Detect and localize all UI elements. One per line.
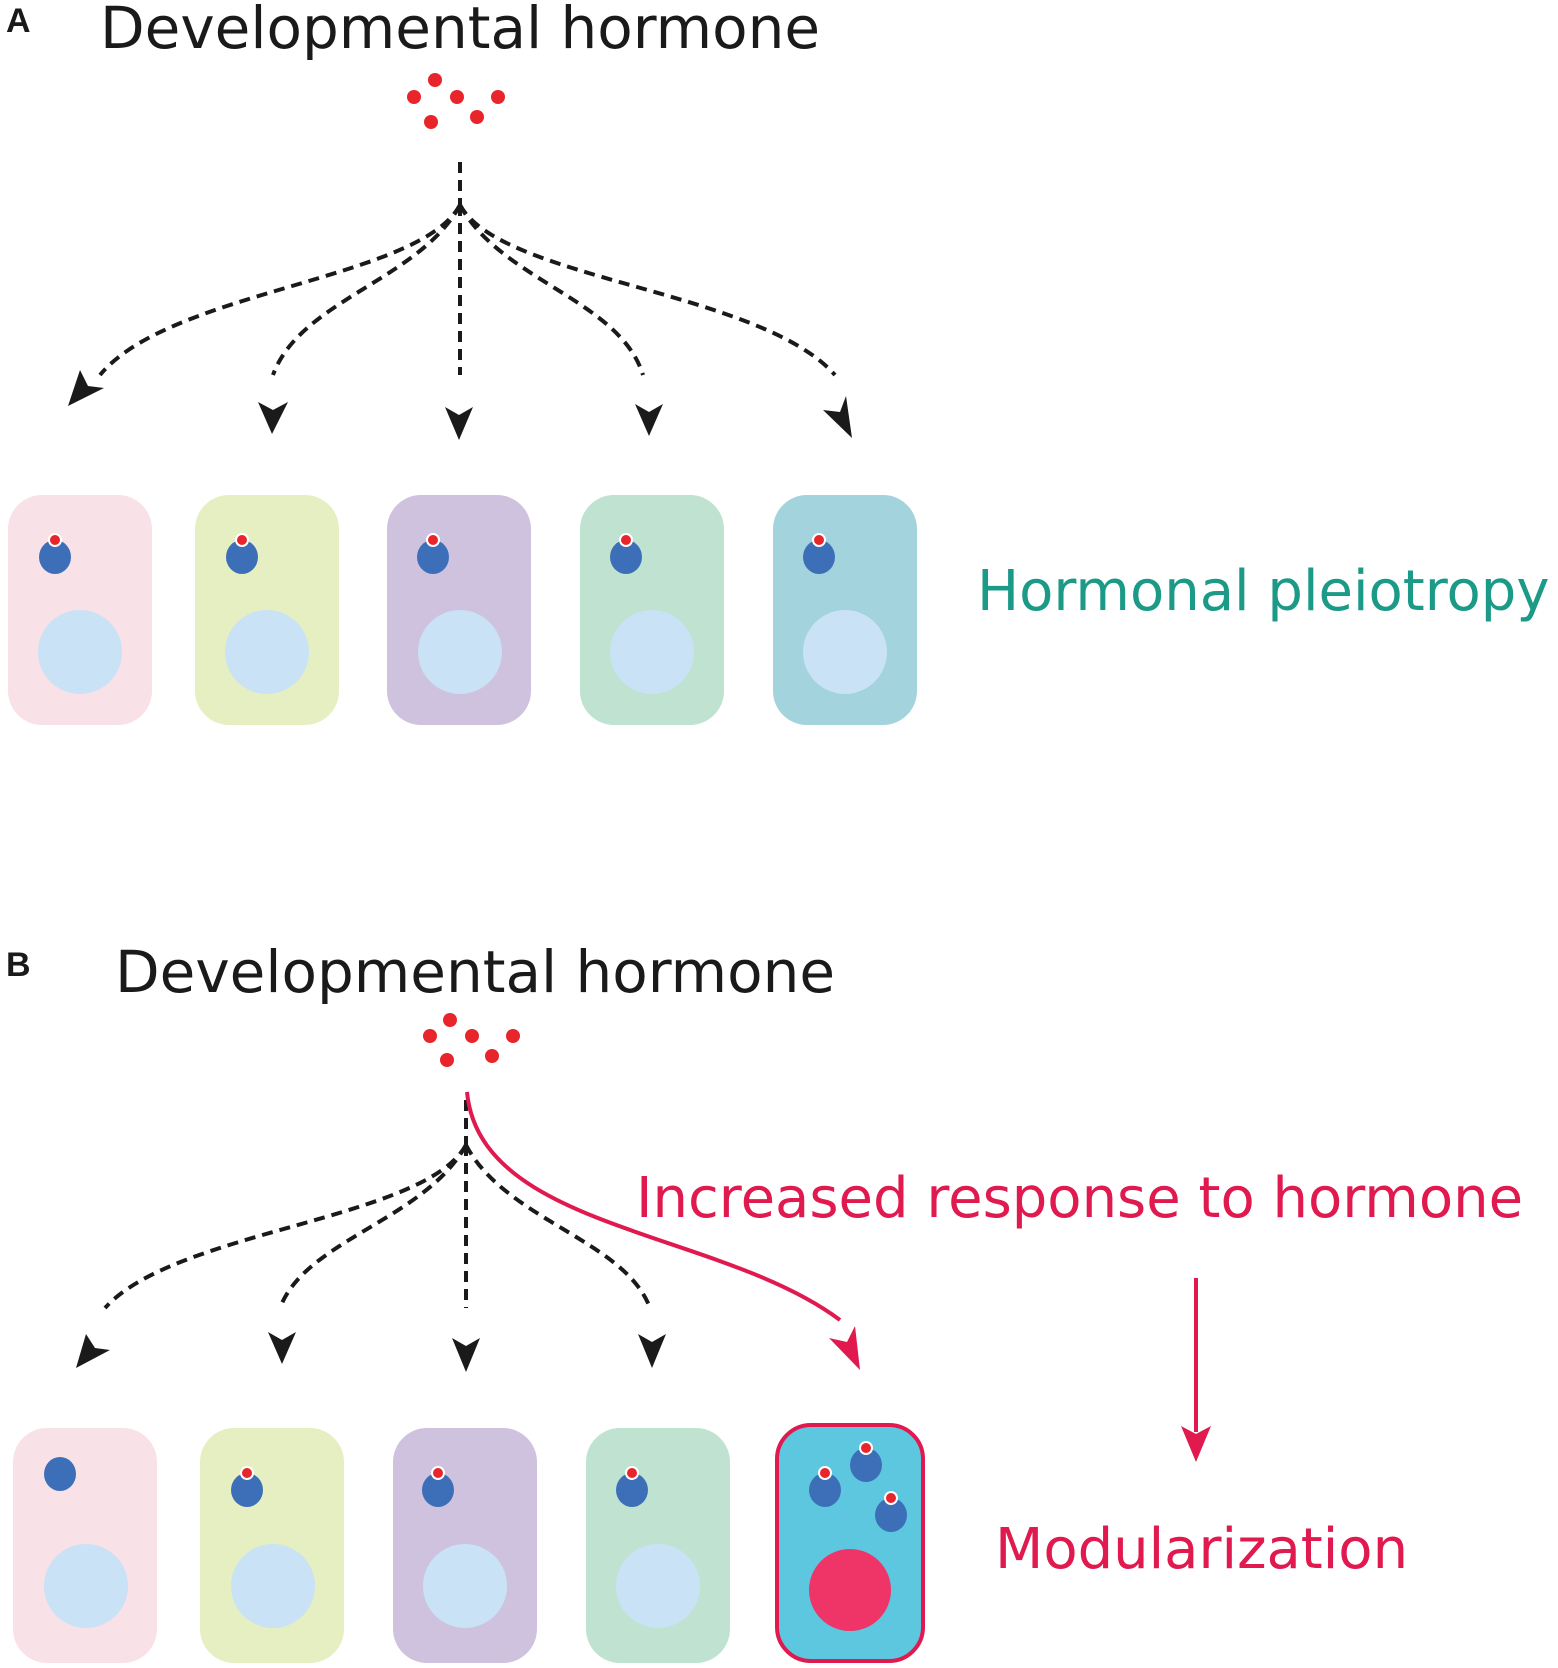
hormone-molecule [470, 110, 484, 124]
receptor [44, 1457, 76, 1491]
hormone-molecule [428, 73, 442, 87]
cell-lime [200, 1428, 344, 1663]
increased-response-label: Increased response to hormone [636, 1166, 1523, 1231]
bound-hormone [619, 533, 633, 547]
hormone-molecule [491, 90, 505, 104]
signal-arrow [271, 204, 462, 376]
hormone-molecule [440, 1053, 454, 1067]
arrowhead-icon [823, 396, 852, 438]
receptor [803, 540, 835, 574]
nucleus [616, 1544, 700, 1628]
cell-lime [195, 495, 339, 725]
bound-hormone [859, 1441, 873, 1455]
enhanced-signal-arrow [465, 1091, 842, 1322]
cell-pink [8, 495, 152, 725]
cell-modularized [775, 1423, 925, 1663]
signal-arrows-a [98, 162, 837, 377]
arrowhead-icon [76, 1334, 110, 1368]
receptor [39, 540, 71, 574]
panel-b-title: Developmental hormone [115, 938, 835, 1006]
panel-a-title: Developmental hormone [100, 0, 820, 62]
hormone-molecule [450, 90, 464, 104]
cell-lavender [393, 1428, 537, 1663]
nucleus [418, 610, 502, 694]
signal-arrow [98, 204, 462, 377]
arrowhead-icon [635, 404, 663, 436]
receptor [417, 540, 449, 574]
signal-arrow [464, 1144, 652, 1309]
cell-mint [580, 495, 724, 725]
arrowhead-icon [452, 1338, 480, 1372]
bound-hormone [235, 533, 249, 547]
hormone-molecules-a [407, 73, 505, 129]
receptor [610, 540, 642, 574]
arrowhead-icon [258, 402, 288, 434]
nucleus [38, 610, 122, 694]
arrowhead-icon [445, 407, 473, 440]
hormone-molecule [485, 1049, 499, 1063]
receptor [231, 1473, 263, 1507]
cell-lavender [387, 495, 531, 725]
bound-hormone [426, 533, 440, 547]
cells-b [13, 1423, 925, 1663]
hormonal-pleiotropy-label: Hormonal pleiotropy [977, 559, 1549, 624]
enlarged-nucleus [809, 1549, 891, 1631]
bound-hormone [240, 1466, 254, 1480]
bound-hormone [625, 1466, 639, 1480]
nucleus [44, 1544, 128, 1628]
nucleus [423, 1544, 507, 1628]
bound-hormone [812, 533, 826, 547]
receptor [875, 1498, 907, 1532]
nucleus [225, 610, 309, 694]
arrowhead-icon [638, 1334, 666, 1368]
hormone-molecules-b [423, 1013, 520, 1067]
signal-arrows-b [103, 1100, 652, 1310]
enhanced-signal [465, 1091, 860, 1370]
hormone-molecule [424, 115, 438, 129]
bound-hormone [431, 1466, 445, 1480]
arrowhead-icon [268, 1332, 296, 1364]
outcome-arrow [1181, 1278, 1211, 1462]
signal-arrow [103, 1144, 468, 1310]
receptor [809, 1473, 841, 1507]
panel-a-letter: A [6, 2, 31, 40]
arrowhead-icon [68, 370, 104, 406]
receptor [616, 1473, 648, 1507]
receptor [226, 540, 258, 574]
nucleus [610, 610, 694, 694]
bound-hormone [48, 533, 62, 547]
cell-mint [586, 1428, 730, 1663]
hormone-molecule [423, 1029, 437, 1043]
modularization-label: Modularization [995, 1517, 1408, 1582]
cells-a [8, 495, 917, 725]
panel-b: B Developmental hormone [6, 938, 1523, 1663]
arrowheads-a [68, 370, 852, 440]
arrowheads-b [76, 1332, 666, 1372]
panel-b-letter: B [6, 946, 31, 984]
hormone-molecule [443, 1013, 457, 1027]
panel-a: A Developmental hormone [6, 0, 1549, 725]
outcome-arrowhead-icon [1181, 1426, 1211, 1462]
nucleus [231, 1544, 315, 1628]
receptor [422, 1473, 454, 1507]
hormone-molecule [407, 90, 421, 104]
signal-arrow [458, 204, 837, 377]
signal-arrow [278, 1144, 468, 1309]
signal-arrow [458, 204, 645, 376]
nucleus [803, 610, 887, 694]
cell-teal [773, 495, 917, 725]
hormone-molecule [465, 1029, 479, 1043]
receptor [850, 1448, 882, 1482]
cell-pink [13, 1428, 157, 1663]
hormone-molecule [506, 1029, 520, 1043]
enhanced-arrowhead-icon [829, 1326, 860, 1370]
bound-hormone [818, 1466, 832, 1480]
bound-hormone [884, 1491, 898, 1505]
